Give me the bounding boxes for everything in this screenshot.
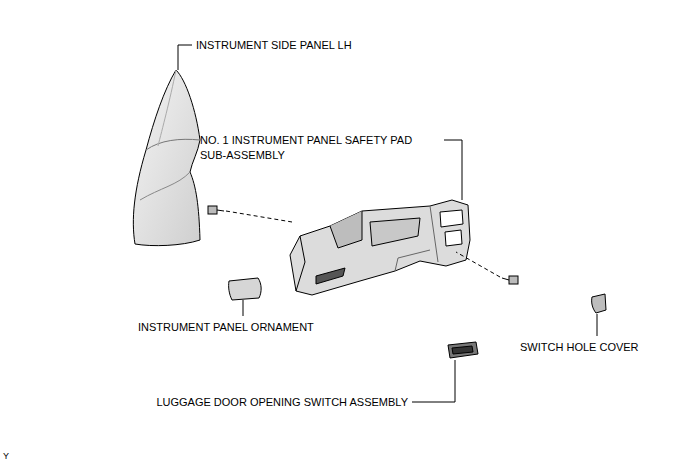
figure-code: Y	[3, 450, 9, 462]
screw	[208, 206, 518, 284]
part-name: LUGGAGE DOOR OPENING SWITCH ASSEMBLY	[156, 395, 408, 410]
side-panel	[133, 70, 200, 246]
luggage-switch	[448, 342, 478, 358]
safety-pad	[290, 200, 470, 295]
part-name: SWITCH HOLE COVER	[520, 340, 639, 355]
ornament	[229, 278, 262, 300]
part-name: INSTRUMENT PANEL ORNAMENT	[138, 320, 314, 335]
switch-hole-cover	[592, 294, 606, 313]
part-name: INSTRUMENT SIDE PANEL LH	[196, 38, 352, 53]
part-name: NO. 1 INSTRUMENT PANEL SAFETY PAD SUB-AS…	[200, 133, 440, 163]
